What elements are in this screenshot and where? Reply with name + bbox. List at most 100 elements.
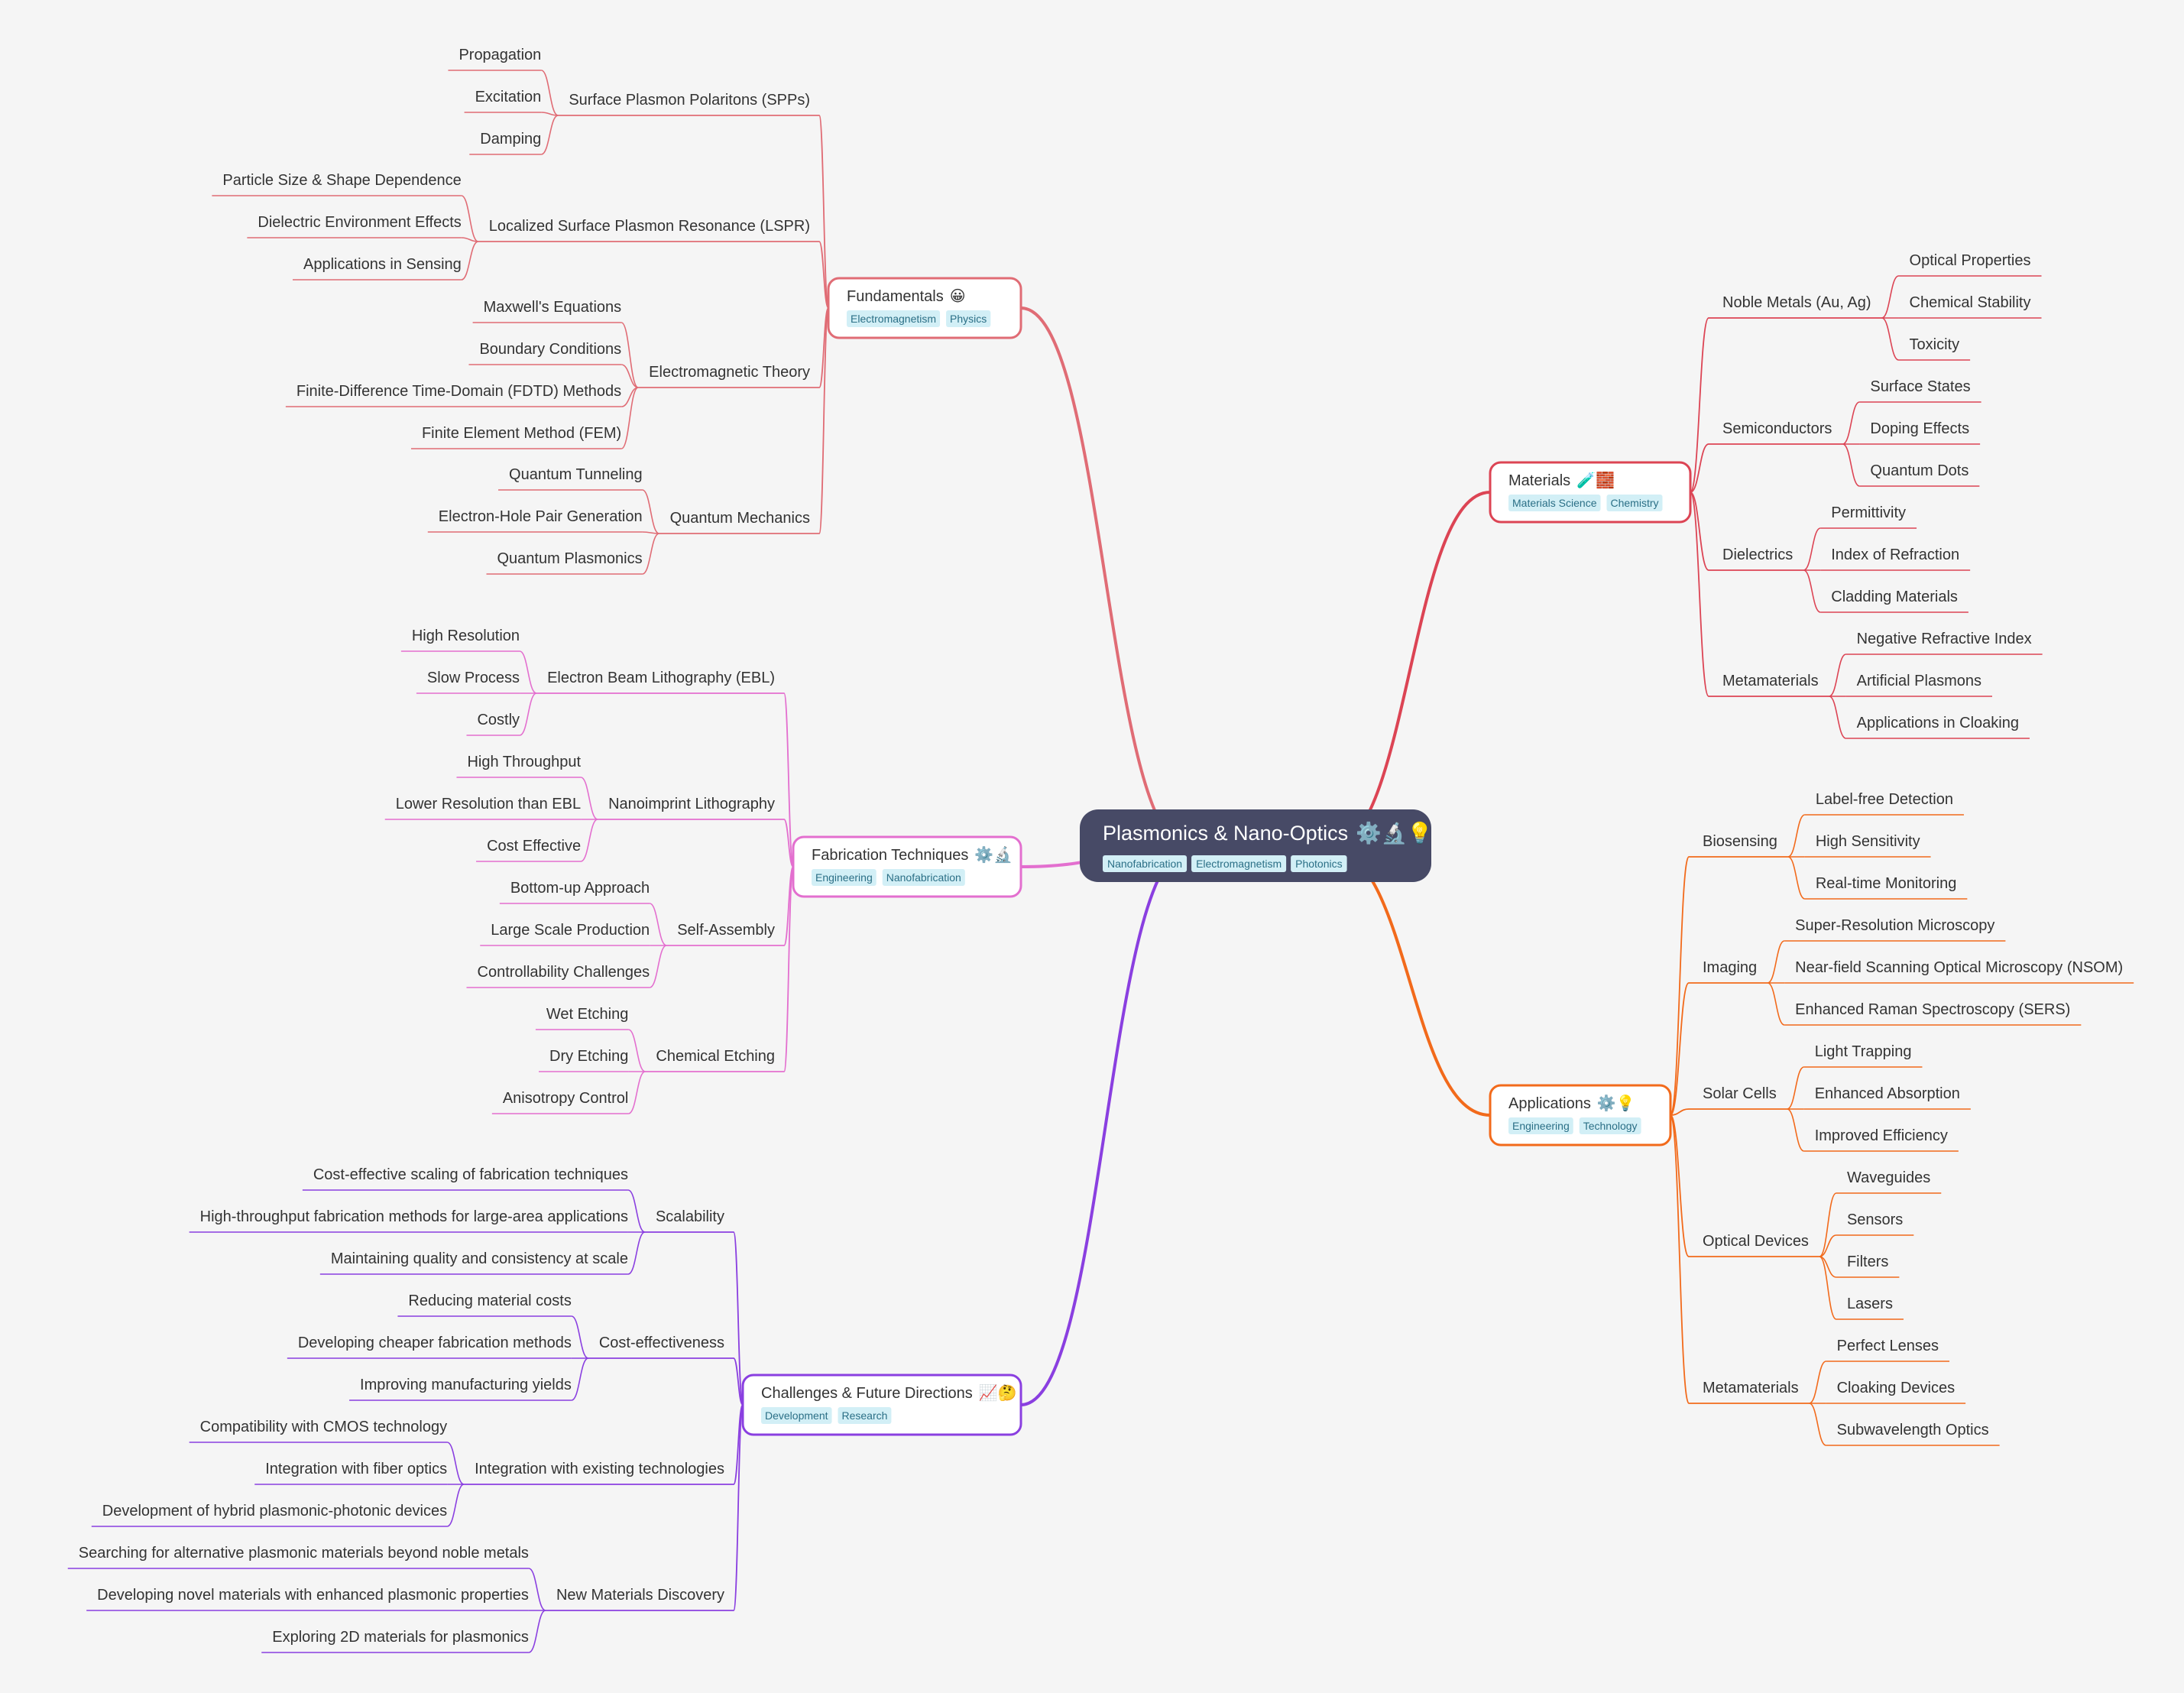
- sub-node-imaging[interactable]: Imaging: [1703, 959, 1757, 976]
- root-node[interactable]: Plasmonics & Nano-Optics⚙️🔬💡Nanofabricat…: [1080, 809, 1433, 882]
- sub-node-semiconductors[interactable]: Semiconductors: [1722, 420, 1832, 437]
- leaf-node-development-of-hybrid-plasmonic-photonic-devices[interactable]: Development of hybrid plasmonic-photonic…: [102, 1503, 447, 1519]
- leaf-node-high-resolution[interactable]: High Resolution: [412, 628, 520, 644]
- sub-node-surface-plasmon-polaritons-spps[interactable]: Surface Plasmon Polaritons (SPPs): [569, 92, 810, 109]
- leaf-node-light-trapping[interactable]: Light Trapping: [1815, 1043, 1912, 1060]
- leaf-node-enhanced-absorption[interactable]: Enhanced Absorption: [1815, 1085, 1960, 1102]
- leaf-node-filters[interactable]: Filters: [1847, 1254, 1888, 1270]
- leaf-node-excitation[interactable]: Excitation: [475, 89, 542, 105]
- sub-node-metamaterials[interactable]: Metamaterials: [1722, 673, 1819, 689]
- leaf-node-lower-resolution-than-ebl[interactable]: Lower Resolution than EBL: [396, 796, 581, 812]
- connector-leaf: [519, 692, 537, 736]
- leaf-node-chemical-stability[interactable]: Chemical Stability: [1910, 294, 2031, 311]
- sub-node-quantum-mechanics[interactable]: Quantum Mechanics: [670, 510, 810, 527]
- sub-node-electron-beam-lithography-ebl[interactable]: Electron Beam Lithography (EBL): [547, 670, 775, 686]
- leaf-node-controllability-challenges[interactable]: Controllability Challenges: [478, 964, 650, 981]
- leaf-node-enhanced-raman-spectroscopy-sers[interactable]: Enhanced Raman Spectroscopy (SERS): [1795, 1001, 2070, 1018]
- sub-node-metamaterials[interactable]: Metamaterials: [1703, 1380, 1799, 1396]
- sub-node-optical-devices[interactable]: Optical Devices: [1703, 1233, 1809, 1250]
- leaf-node-wet-etching[interactable]: Wet Etching: [546, 1006, 628, 1023]
- leaf-node-maintaining-quality-and-consistency-at-scale[interactable]: Maintaining quality and consistency at s…: [331, 1250, 628, 1267]
- sub-node-new-materials-discovery[interactable]: New Materials Discovery: [556, 1587, 724, 1604]
- sub-node-biosensing[interactable]: Biosensing: [1703, 833, 1777, 850]
- leaf-node-damping[interactable]: Damping: [480, 131, 541, 148]
- sub-node-dielectrics[interactable]: Dielectrics: [1722, 546, 1793, 563]
- leaf-node-costly[interactable]: Costly: [477, 712, 520, 728]
- leaf-node-cloaking-devices[interactable]: Cloaking Devices: [1837, 1380, 1956, 1396]
- sub-node-noble-metals-au-ag[interactable]: Noble Metals (Au, Ag): [1722, 294, 1871, 311]
- leaf-node-developing-novel-materials-with-enhanced-plasmon[interactable]: Developing novel materials with enhanced…: [97, 1587, 529, 1604]
- sub-node-integration-with-existing-technologies[interactable]: Integration with existing technologies: [475, 1461, 724, 1477]
- leaf-node-reducing-material-costs[interactable]: Reducing material costs: [408, 1292, 571, 1309]
- leaf-node-anisotropy-control[interactable]: Anisotropy Control: [503, 1090, 629, 1107]
- sub-node-localized-surface-plasmon-resonance-lspr[interactable]: Localized Surface Plasmon Resonance (LSP…: [489, 218, 810, 235]
- leaf-node-improved-efficiency[interactable]: Improved Efficiency: [1815, 1127, 1948, 1144]
- leaf-node-cost-effective[interactable]: Cost Effective: [487, 838, 581, 855]
- leaf-node-quantum-tunneling[interactable]: Quantum Tunneling: [509, 466, 643, 483]
- leaf-node-slow-process[interactable]: Slow Process: [427, 670, 520, 686]
- leaf-node-exploring-2d-materials-for-plasmonics[interactable]: Exploring 2D materials for plasmonics: [272, 1629, 529, 1646]
- leaf-node-integration-with-fiber-optics[interactable]: Integration with fiber optics: [265, 1461, 447, 1477]
- leaf-node-large-scale-production[interactable]: Large Scale Production: [491, 922, 650, 939]
- leaf-node-sensors[interactable]: Sensors: [1847, 1211, 1903, 1228]
- leaf-node-negative-refractive-index[interactable]: Negative Refractive Index: [1857, 631, 2032, 647]
- leaf-node-super-resolution-microscopy[interactable]: Super-Resolution Microscopy: [1795, 917, 1994, 934]
- leaf-node-maxwell-s-equations[interactable]: Maxwell's Equations: [484, 299, 622, 316]
- leaf-node-bottom-up-approach[interactable]: Bottom-up Approach: [510, 880, 650, 897]
- sub-node-cost-effectiveness[interactable]: Cost-effectiveness: [599, 1335, 724, 1351]
- sub-node-scalability[interactable]: Scalability: [656, 1208, 724, 1225]
- sub-node-solar-cells[interactable]: Solar Cells: [1703, 1085, 1777, 1102]
- branch-node-challenges[interactable]: Challenges & Future Directions📈🤔Developm…: [741, 1374, 1022, 1436]
- sub-node-self-assembly[interactable]: Self-Assembly: [677, 922, 775, 939]
- connector-sub: [1690, 443, 1709, 493]
- leaf-node-high-sensitivity[interactable]: High Sensitivity: [1816, 833, 1920, 850]
- leaf-node-high-throughput[interactable]: High Throughput: [467, 754, 581, 770]
- leaf-node-compatibility-with-cmos-technology[interactable]: Compatibility with CMOS technology: [200, 1419, 447, 1435]
- leaf-node-perfect-lenses[interactable]: Perfect Lenses: [1837, 1338, 1939, 1354]
- leaf-node-label: High Sensitivity: [1816, 833, 1920, 850]
- leaf-node-finite-difference-time-domain-fdtd-methods[interactable]: Finite-Difference Time-Domain (FDTD) Met…: [296, 383, 621, 400]
- leaf-node-boundary-conditions[interactable]: Boundary Conditions: [479, 341, 621, 358]
- leaf-node-cost-effective-scaling-of-fabrication-techniques[interactable]: Cost-effective scaling of fabrication te…: [313, 1166, 628, 1183]
- connector-leaf: [540, 70, 559, 116]
- leaf-node-waveguides[interactable]: Waveguides: [1847, 1169, 1930, 1186]
- leaf-node-dry-etching[interactable]: Dry Etching: [549, 1048, 628, 1065]
- leaf-node-lasers[interactable]: Lasers: [1847, 1296, 1893, 1312]
- leaf-node-surface-states[interactable]: Surface States: [1870, 378, 1970, 395]
- leaf-node-toxicity[interactable]: Toxicity: [1910, 336, 1960, 353]
- leaf-node-artificial-plasmons[interactable]: Artificial Plasmons: [1857, 673, 1981, 689]
- leaf-node-dielectric-environment-effects[interactable]: Dielectric Environment Effects: [258, 214, 461, 231]
- leaf-node-applications-in-sensing[interactable]: Applications in Sensing: [303, 256, 462, 273]
- leaf-node-subwavelength-optics[interactable]: Subwavelength Optics: [1837, 1422, 1989, 1438]
- root-emoji: ⚙️🔬💡: [1356, 820, 1433, 845]
- leaf-node-permittivity[interactable]: Permittivity: [1831, 504, 1906, 521]
- leaf-node-applications-in-cloaking[interactable]: Applications in Cloaking: [1857, 715, 2019, 731]
- leaf-node-doping-effects[interactable]: Doping Effects: [1870, 420, 1969, 437]
- leaf-node-searching-for-alternative-plasmonic-materials-be[interactable]: Searching for alternative plasmonic mate…: [79, 1545, 529, 1562]
- svg-text:Nanofabrication: Nanofabrication: [886, 871, 961, 884]
- leaf-node-optical-properties[interactable]: Optical Properties: [1910, 252, 2031, 269]
- sub-node-electromagnetic-theory[interactable]: Electromagnetic Theory: [649, 364, 810, 381]
- leaf-node-label: Costly: [477, 712, 520, 728]
- leaf-node-cladding-materials[interactable]: Cladding Materials: [1831, 589, 1958, 605]
- leaf-node-index-of-refraction[interactable]: Index of Refraction: [1831, 546, 1959, 563]
- sub-node-chemical-etching[interactable]: Chemical Etching: [656, 1048, 775, 1065]
- leaf-node-high-throughput-fabrication-methods-for-large-ar[interactable]: High-throughput fabrication methods for …: [200, 1208, 628, 1225]
- leaf-node-quantum-dots[interactable]: Quantum Dots: [1870, 462, 1969, 479]
- leaf-node-quantum-plasmonics[interactable]: Quantum Plasmonics: [497, 550, 643, 567]
- leaf-node-propagation[interactable]: Propagation: [459, 47, 541, 63]
- leaf-node-label-free-detection[interactable]: Label-free Detection: [1816, 791, 1953, 808]
- leaf-node-improving-manufacturing-yields[interactable]: Improving manufacturing yields: [360, 1377, 572, 1393]
- connector-leaf: [528, 1610, 546, 1653]
- leaf-node-developing-cheaper-fabrication-methods[interactable]: Developing cheaper fabrication methods: [298, 1335, 572, 1351]
- leaf-node-electron-hole-pair-generation[interactable]: Electron-Hole Pair Generation: [439, 508, 643, 525]
- leaf-node-particle-size-shape-dependence[interactable]: Particle Size & Shape Dependence: [222, 172, 461, 189]
- sub-node-nanoimprint-lithography[interactable]: Nanoimprint Lithography: [608, 796, 775, 812]
- leaf-node-near-field-scanning-optical-microscopy-nsom[interactable]: Near-field Scanning Optical Microscopy (…: [1795, 959, 2123, 976]
- leaf-node-real-time-monitoring[interactable]: Real-time Monitoring: [1816, 875, 1957, 892]
- leaf-node-finite-element-method-fem[interactable]: Finite Element Method (FEM): [422, 425, 621, 442]
